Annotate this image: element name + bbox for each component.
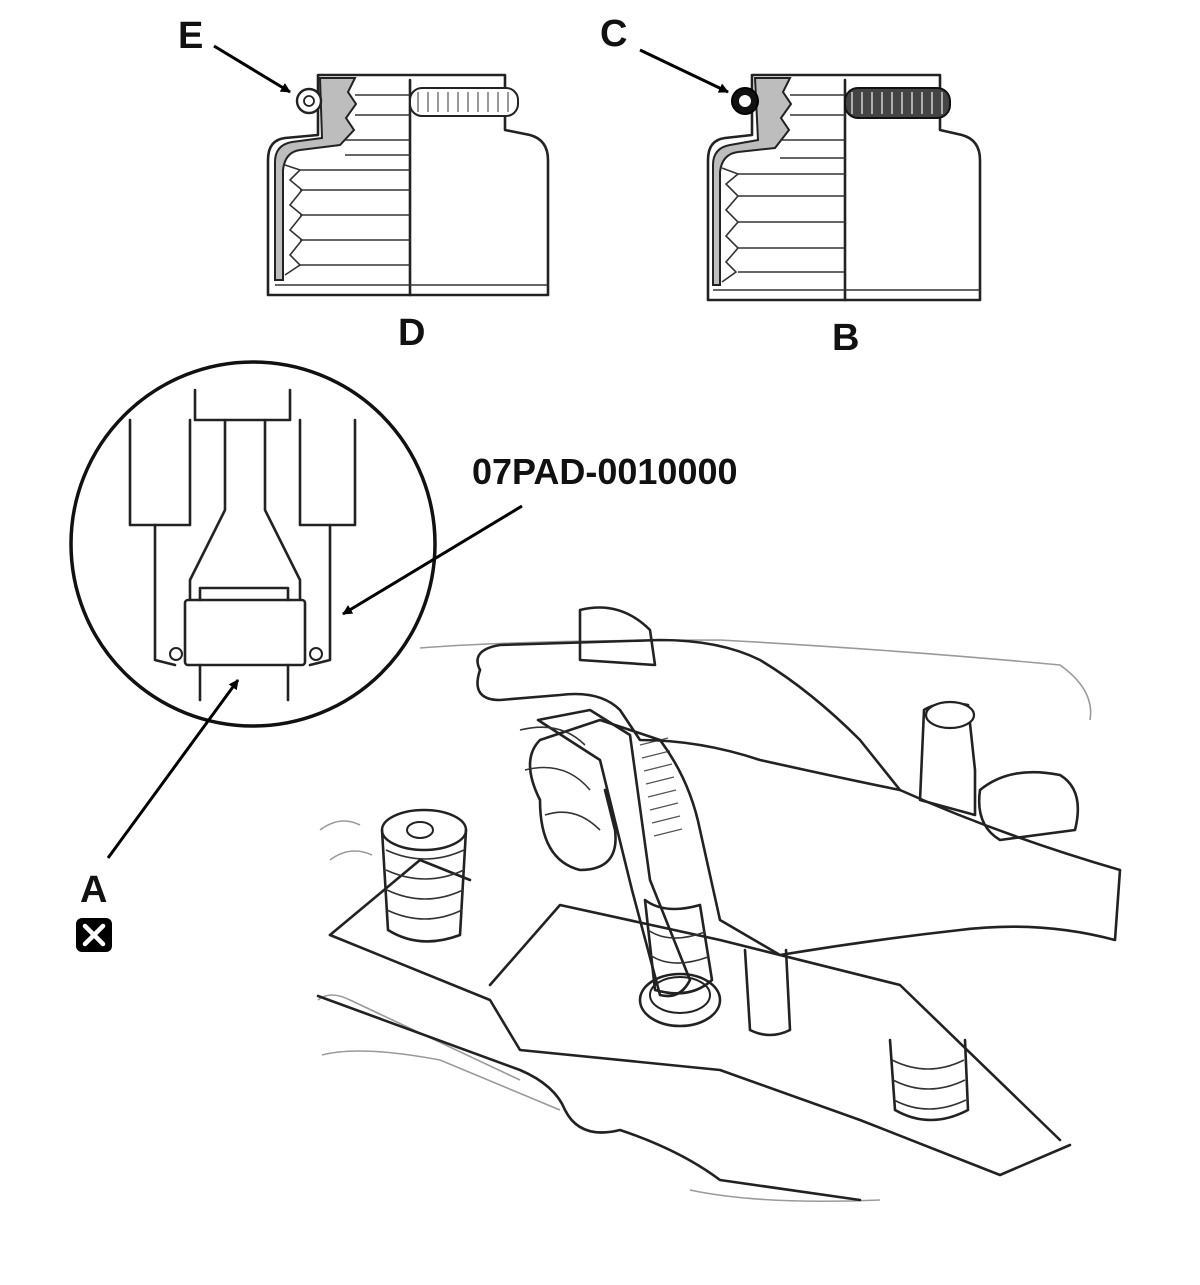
arrow-part-number [342,504,523,616]
label-d: D [398,312,425,354]
arrow-c [639,48,729,94]
x-box-icon [76,918,112,952]
right-valve-spring [743,948,970,1122]
label-c: C [600,13,627,55]
seal-d-rubber-section [274,77,358,281]
valve-seal-d [266,73,550,297]
label-b: B [832,317,859,359]
label-e: E [178,15,203,57]
arrow-e [213,44,291,94]
arrow-a [106,679,240,859]
cylinder-head-illustration [316,606,1122,1203]
left-valve-spring [380,808,468,943]
tool-detail-inset [69,360,437,728]
tool-part-number: 07PAD-0010000 [472,451,738,492]
seal-b-rubber-section [712,77,793,286]
hand [476,668,1122,957]
label-a: A [80,869,107,911]
valve-seal-b [706,73,982,302]
